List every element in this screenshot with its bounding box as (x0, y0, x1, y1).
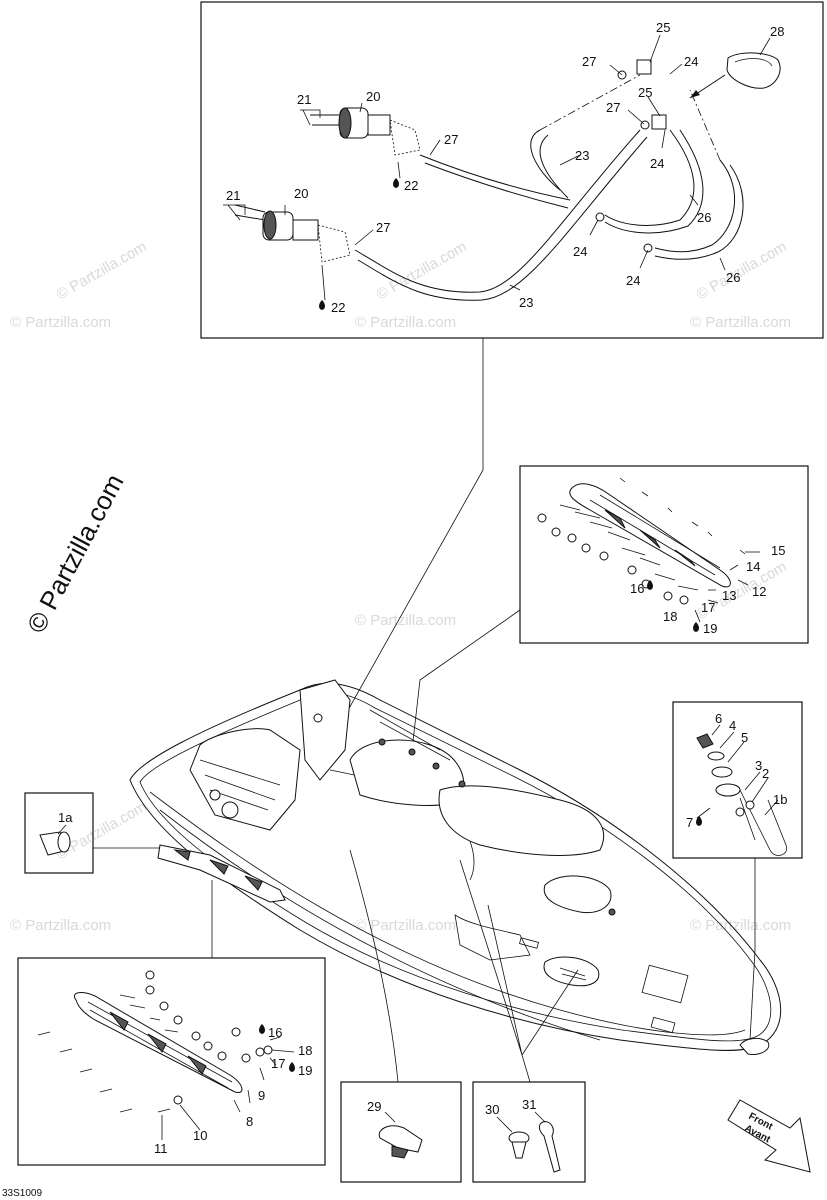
callout-19: 19 (298, 1063, 312, 1078)
handle-lower-box (17, 957, 326, 1166)
callout-5: 5 (741, 730, 748, 745)
callout-1b: 1b (773, 792, 787, 807)
ubolt-box (672, 701, 803, 859)
callout-18: 18 (663, 609, 677, 624)
callout-27: 27 (444, 132, 458, 147)
callout-9: 9 (258, 1088, 265, 1103)
handle-upper-drawing (537, 477, 760, 623)
callout-11: 11 (154, 1141, 168, 1156)
leader-clip-29 (349, 849, 399, 1083)
callout-16: 16 (268, 1025, 282, 1040)
callout-4: 4 (729, 718, 736, 733)
callout-24: 24 (650, 156, 664, 171)
ubolt-callouts: 6 4 5 3 2 7 1b (686, 711, 787, 830)
hull-drawing (129, 679, 782, 1055)
watermark-text: © Partzilla.com (54, 238, 150, 303)
callout-21: 21 (297, 92, 311, 107)
watermark-text: © Partzilla.com (694, 238, 790, 303)
plug-box (24, 792, 94, 874)
plug-drawing (39, 824, 71, 856)
watermark-text: © Partzilla.com (10, 917, 111, 934)
callout-20: 20 (366, 89, 380, 104)
leader-fuel-to-hull (319, 338, 484, 761)
callout-20: 20 (294, 186, 308, 201)
callout-8: 8 (246, 1114, 253, 1129)
drawing-ref-code: 33S1009 (2, 1188, 42, 1199)
callout-23: 23 (519, 295, 533, 310)
callout-27: 27 (376, 220, 390, 235)
callout-27: 27 (606, 100, 620, 115)
callout-30: 30 (485, 1102, 499, 1117)
callout-31: 31 (522, 1097, 536, 1112)
callout-17: 17 (701, 600, 715, 615)
leader-clips-30-31 (459, 859, 579, 1083)
callout-16: 16 (630, 581, 644, 596)
callout-29: 29 (367, 1099, 381, 1114)
leader-handle-upper (411, 609, 521, 751)
fuel-parts-drawing (223, 34, 781, 310)
callout-24: 24 (573, 244, 587, 259)
watermarks: © Partzilla.com © Partzilla.com © Partzi… (10, 238, 791, 934)
callout-12: 12 (752, 584, 766, 599)
fuel-callouts: 25 28 27 24 21 20 25 27 27 24 23 22 26 2… (226, 20, 784, 315)
watermark-text: © Partzilla.com (374, 238, 470, 303)
callout-25: 25 (656, 20, 670, 35)
clip-29-box (340, 1081, 462, 1183)
ubolt-drawing (696, 724, 788, 856)
clip-30-31-box (472, 1081, 586, 1183)
watermark-text: © Partzilla.com (355, 314, 456, 331)
callout-28: 28 (770, 24, 784, 39)
callout-17: 17 (271, 1056, 285, 1071)
callout-10: 10 (193, 1128, 207, 1143)
handle-lower-drawing (37, 970, 295, 1140)
callout-6: 6 (715, 711, 722, 726)
callout-24: 24 (684, 54, 698, 69)
clip-29-drawing (378, 1111, 423, 1159)
callout-24: 24 (626, 273, 640, 288)
watermark-text: © Partzilla.com (355, 917, 456, 934)
handle-upper-callouts: 15 14 12 13 16 17 18 19 (630, 543, 785, 636)
watermark-text: © Partzilla.com (690, 314, 791, 331)
fuel-section-box (200, 1, 824, 339)
callout-22: 22 (331, 300, 345, 315)
clip-30-31-drawing (496, 1111, 561, 1173)
callout-7: 7 (686, 815, 693, 830)
callout-15: 15 (771, 543, 785, 558)
callout-1a: 1a (58, 810, 73, 825)
brand-logo-text: © Partzilla.com (21, 469, 130, 638)
callout-3: 3 (755, 758, 762, 773)
handle-upper-box (519, 465, 809, 644)
callout-23: 23 (575, 148, 589, 163)
callout-13: 13 (722, 588, 736, 603)
callout-19: 19 (703, 621, 717, 636)
handle-lower-callouts: 16 18 17 19 9 8 11 10 (154, 1025, 312, 1156)
callout-27: 27 (582, 54, 596, 69)
callout-26: 26 (697, 210, 711, 225)
callout-18: 18 (298, 1043, 312, 1058)
callout-25: 25 (638, 85, 652, 100)
callout-2: 2 (762, 766, 769, 781)
watermark-text: © Partzilla.com (690, 917, 791, 934)
callout-14: 14 (746, 559, 760, 574)
watermark-text: © Partzilla.com (54, 798, 150, 863)
callout-22: 22 (404, 178, 418, 193)
leader-ubolt (749, 858, 756, 1041)
callout-26: 26 (726, 270, 740, 285)
watermark-text: © Partzilla.com (355, 612, 456, 629)
front-arrow: Front Avant (727, 1099, 811, 1173)
watermark-text: © Partzilla.com (10, 314, 111, 331)
callout-21: 21 (226, 188, 240, 203)
